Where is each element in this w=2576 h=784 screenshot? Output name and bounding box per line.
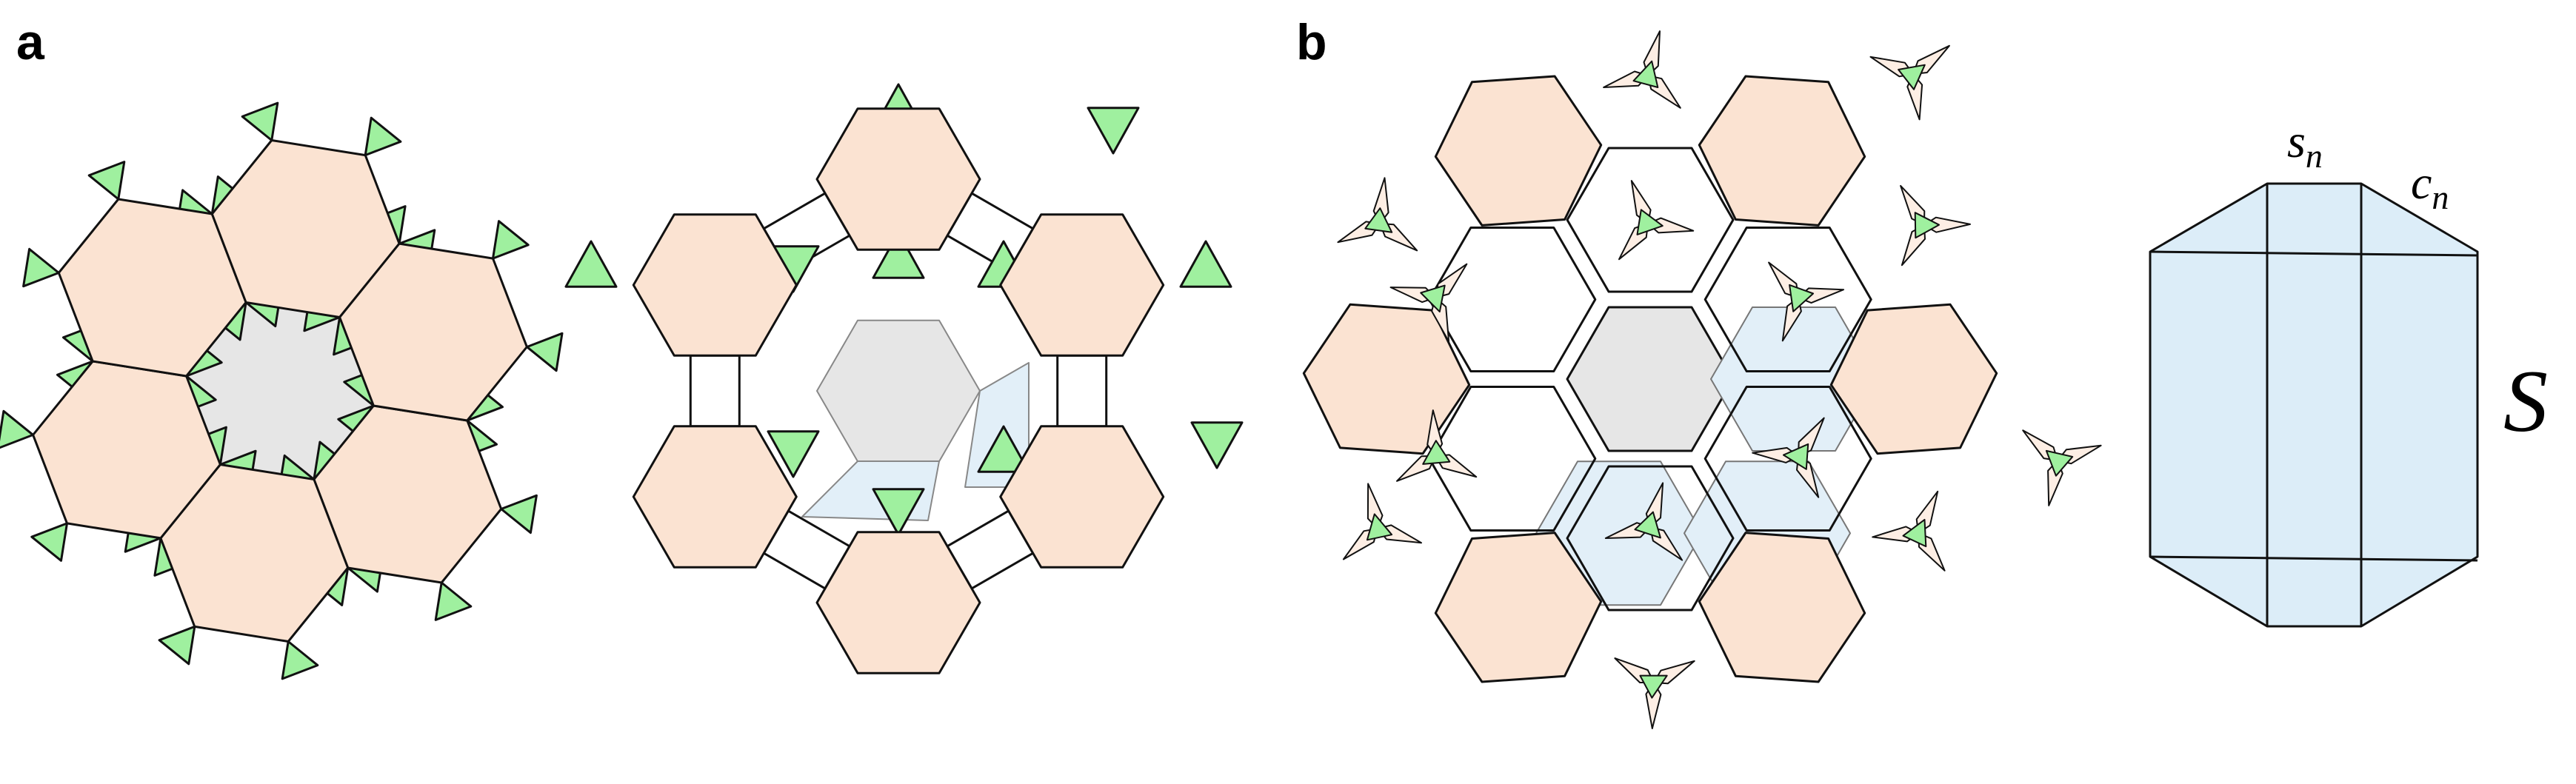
center-hexagon [186, 302, 374, 480]
c-n-label: cn [2411, 156, 2449, 216]
S-label: S [2503, 352, 2548, 450]
kagome-triangle [1190, 421, 1244, 469]
connector-rectangle [689, 354, 741, 428]
kagome-triangle [767, 430, 820, 478]
open-hexagon [1428, 227, 1597, 372]
kagome-triangle [1366, 513, 1393, 541]
kagome-triangle [1636, 209, 1664, 235]
kagome-triangle [1914, 212, 1940, 239]
kagome-twisted-lattice [1302, 30, 2102, 729]
unit-cell-diagram: sn cnS [2149, 115, 2548, 628]
top-edge-line [2149, 250, 2478, 257]
kagome-triangle [241, 101, 279, 141]
hexagon-tile [815, 531, 981, 674]
kagome-expanded-lattice [564, 83, 1244, 674]
kagome-triangle [0, 409, 35, 449]
hexagon-tile [1698, 75, 1866, 227]
unit-cell-outline [2149, 182, 2479, 628]
kagome-triangle [1634, 511, 1661, 539]
kagome-triangle [564, 240, 618, 288]
kagome-triangle [1639, 674, 1668, 699]
kagome-triangle [1087, 107, 1140, 155]
kagome-triangle [1364, 207, 1393, 233]
open-hexagon [1704, 386, 1872, 532]
kagome-triangle [434, 581, 473, 621]
kagome-triangle [1898, 64, 1926, 90]
kagome-compact-lattice [0, 101, 564, 680]
center-hexagon [1566, 306, 1735, 452]
kagome-triangle [872, 488, 925, 536]
kagome-triangle [1783, 443, 1809, 470]
open-hexagon [1704, 227, 1872, 372]
kagome-triangle [1179, 240, 1232, 288]
panel-label-b: b [1296, 14, 1327, 70]
kagome-triangle [492, 220, 530, 260]
center-hexagon [816, 319, 981, 463]
hexagon-tile [338, 242, 528, 422]
panel-label-a: a [16, 14, 45, 70]
kagome-triangle [500, 494, 538, 535]
hexagon-tile [632, 213, 798, 357]
hexagon-tile [999, 213, 1165, 357]
hexagon-tile [1829, 303, 1998, 455]
bottom-edge-line [2149, 555, 2478, 562]
s-n-label: sn [2287, 115, 2323, 175]
open-hexagon [1566, 147, 1735, 293]
kagome-triangle [281, 640, 319, 680]
hexagon-tile [1434, 75, 1603, 227]
connector-rectangle [1056, 354, 1108, 428]
hexagon-tile [999, 425, 1165, 569]
kagome-triangle [158, 625, 196, 666]
kagome-triangle [1420, 284, 1446, 313]
kagome-triangle [1422, 440, 1451, 465]
kagome-triangle [2045, 449, 2074, 477]
hexagon-tile [1434, 532, 1603, 683]
kagome-triangle [1902, 518, 1927, 548]
highlight-hexagon [1710, 306, 1878, 452]
kagome-triangle [872, 231, 925, 279]
open-hexagon [1566, 465, 1735, 612]
kagome-triangle [977, 425, 1030, 473]
kagome-triangle [1789, 284, 1815, 312]
hexagon-tile [815, 107, 981, 251]
hexagon-tile [1698, 532, 1866, 683]
kagome-triangle [87, 161, 126, 201]
kagome-triangle [30, 522, 68, 562]
kagome-triangle [22, 247, 60, 288]
kagome-triangle [364, 116, 402, 157]
kagome-triangle [1632, 60, 1659, 88]
kagome-triangle [525, 332, 564, 372]
hexagon-tile [632, 425, 798, 569]
